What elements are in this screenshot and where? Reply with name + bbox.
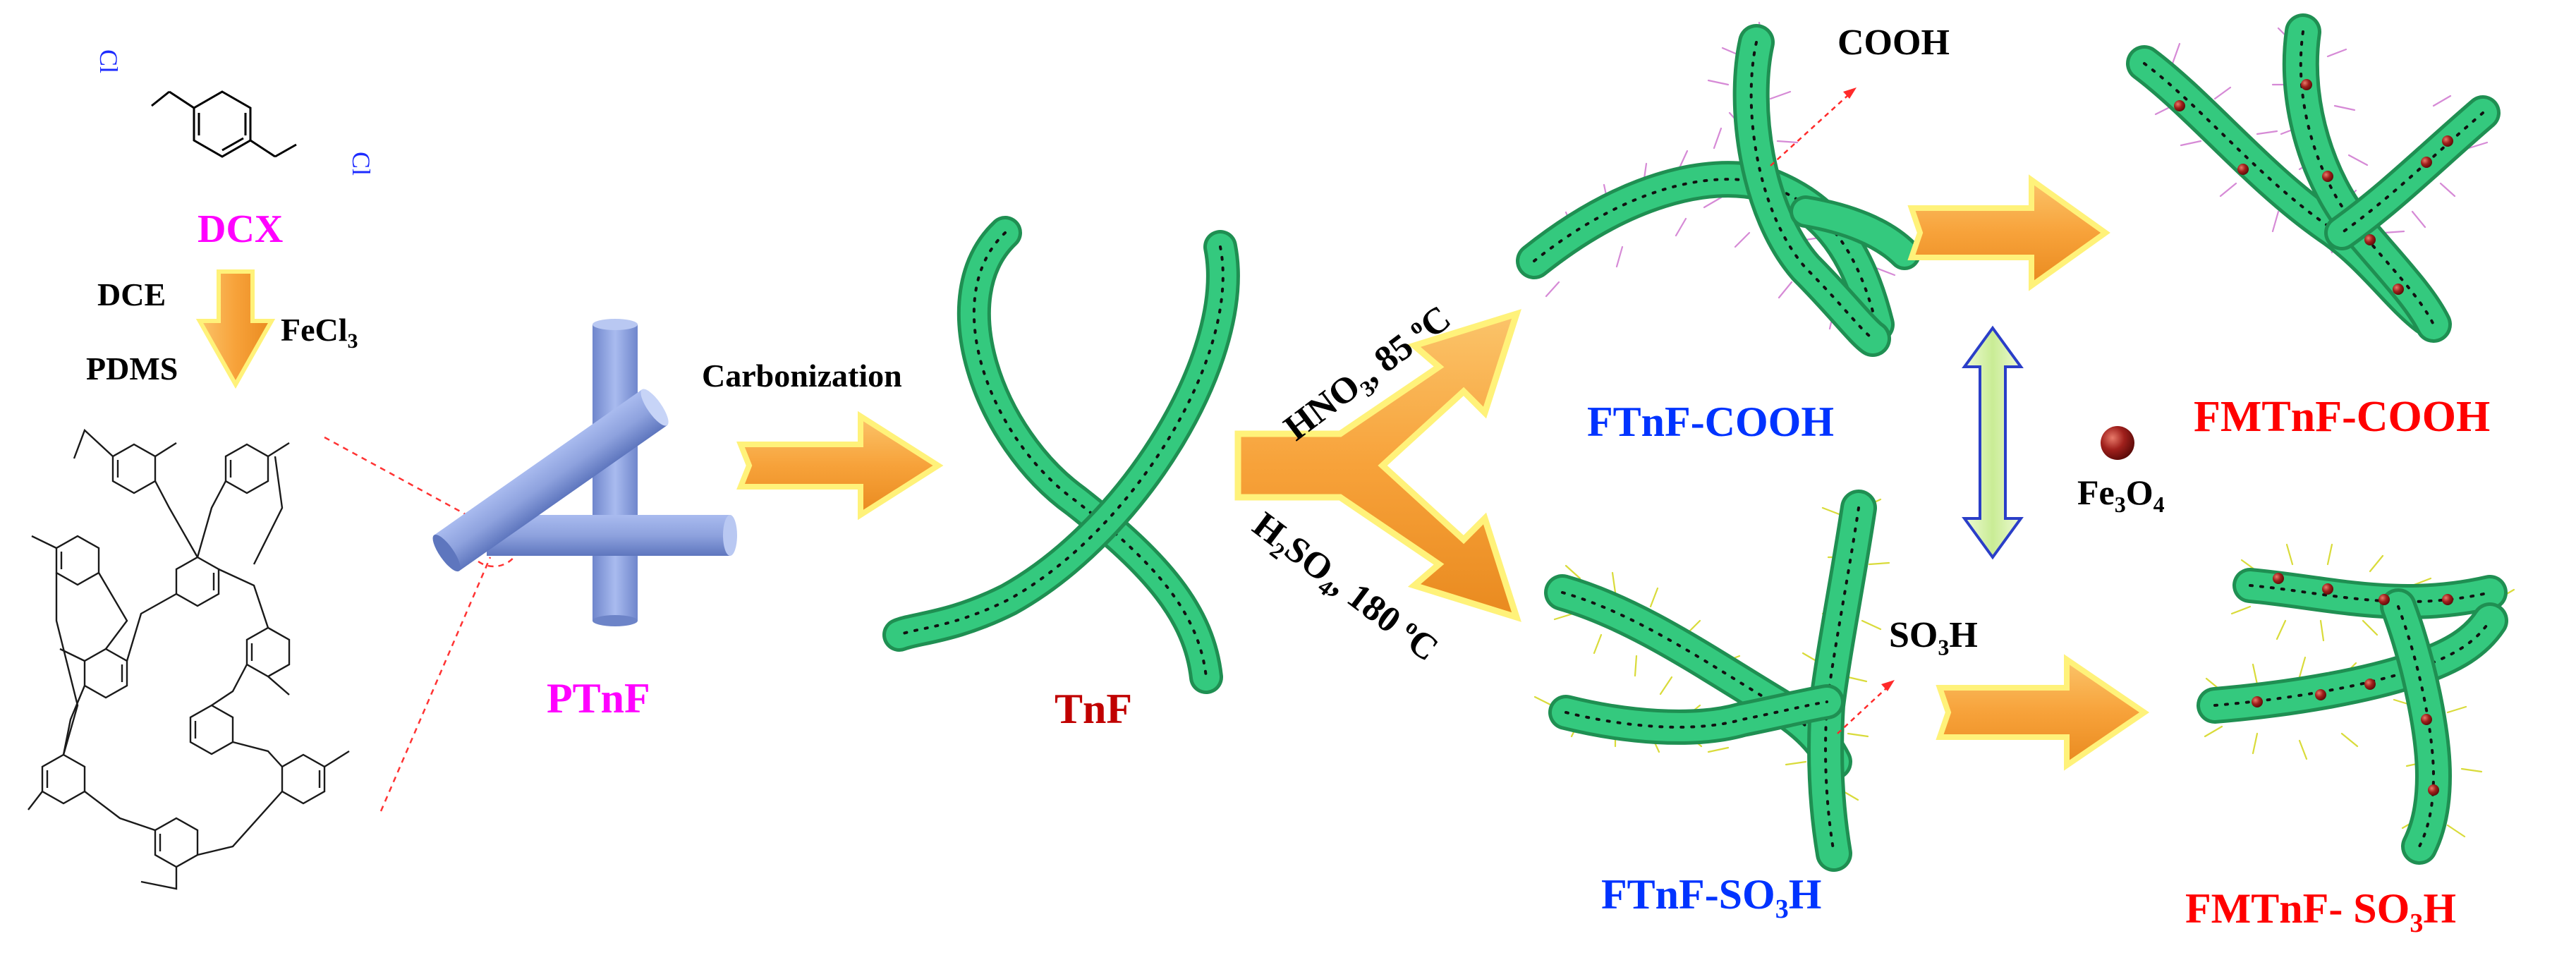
molecule-cl-bottom: Cl (347, 152, 375, 176)
ftnf-cooh-label: FTnF-COOH (1587, 399, 1835, 445)
cooh-pointer (1770, 87, 1857, 166)
molecule-cl-top: Cl (95, 49, 123, 74)
so3h-pointer (1837, 680, 1895, 734)
callout-lines (324, 436, 522, 812)
fmtnf-so3h-particles (2252, 573, 2453, 796)
interconversion-double-arrow (1962, 325, 2024, 560)
tnf-label: TnF (1055, 686, 1133, 732)
fmtnf-cooh-fiber (2126, 13, 2501, 343)
polymer-network (28, 428, 350, 890)
ptnf-rods (432, 319, 737, 626)
cooh-magnetization-arrow (1907, 174, 2110, 291)
fmtnf-cooh-label: FMTnF-COOH (2194, 393, 2491, 441)
cooh-group-label: COOH (1837, 23, 1950, 63)
carbonization-label: Carbonization (702, 358, 902, 394)
fe3o4-label: Fe3O4 (2077, 473, 2165, 517)
fmtnf-so3h-fiber (2197, 543, 2515, 865)
carbonization-arrow (736, 411, 944, 521)
dce-label: DCE (97, 277, 166, 312)
fmtnf-so3h-label: FMTnF- SO3H (2185, 885, 2457, 938)
fecl3-label: FeCl3 (281, 312, 358, 353)
pdms-label: PDMS (86, 351, 178, 387)
ptnf-label: PTnF (547, 675, 650, 722)
so3h-magnetization-arrow (1936, 654, 2150, 771)
polymerization-arrow (195, 269, 276, 389)
ftnf-so3h-label: FTnF-SO3H (1601, 871, 1822, 924)
fmtnf-cooh-particles (2174, 79, 2453, 295)
split-arrow (1234, 309, 1521, 622)
so3h-group-label: SO3H (1889, 615, 1978, 660)
ftnf-cooh-fiber (1516, 21, 1921, 357)
ftnf-so3h-fiber (1533, 490, 1890, 872)
dcx-label: DCX (198, 207, 284, 251)
tnf-fibers (882, 216, 1240, 694)
fe3o4-particle-icon (2101, 426, 2134, 460)
dcx-molecule (151, 90, 297, 158)
